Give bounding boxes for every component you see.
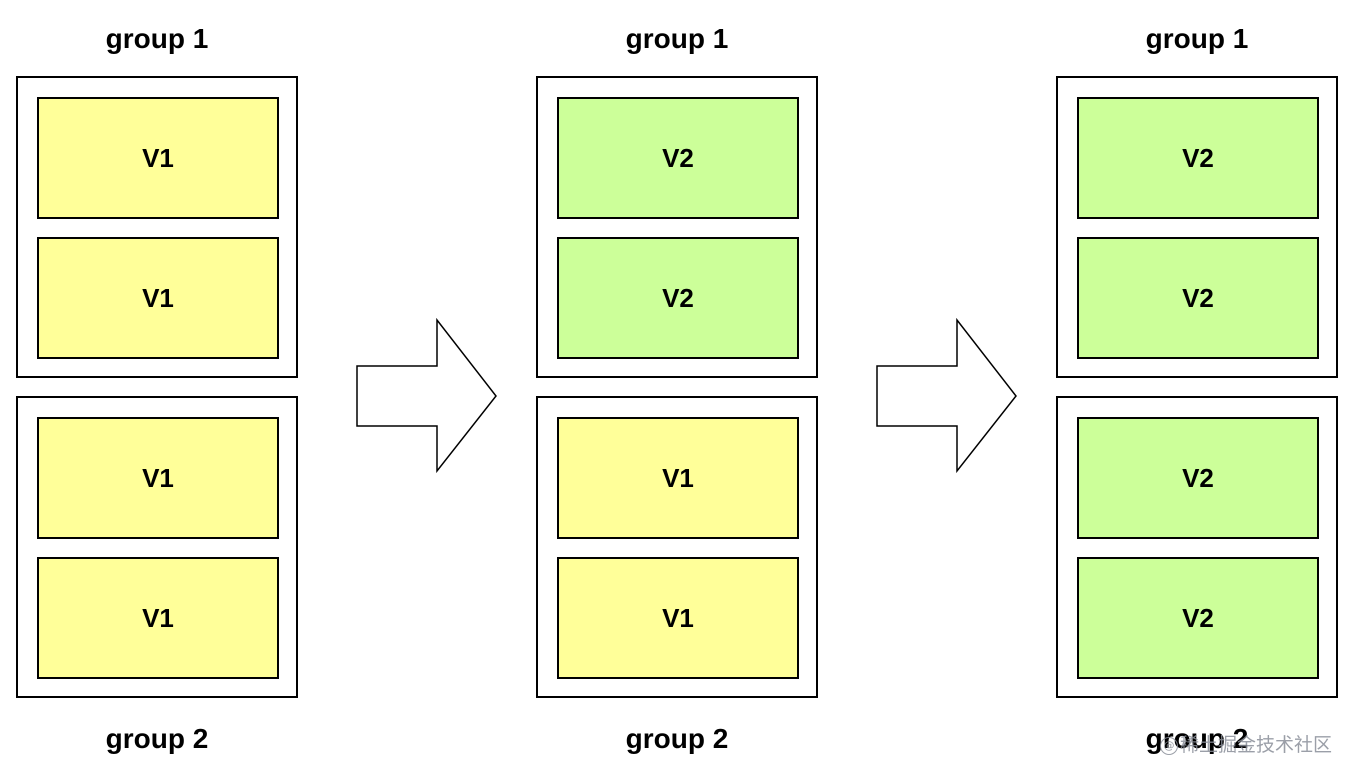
instance-box: V1: [37, 557, 279, 679]
instance-box: V2: [1077, 557, 1319, 679]
instance-box: V2: [557, 237, 799, 359]
instance-box: V1: [557, 557, 799, 679]
group-2-box: V1 V1: [16, 396, 298, 698]
instance-box: V1: [37, 237, 279, 359]
instance-box: V2: [557, 97, 799, 219]
group-2-label: group 2: [105, 723, 209, 754]
stage-2: group 1 V2 V2 V1 V1 group 2: [536, 0, 818, 774]
instance-box: V1: [37, 97, 279, 219]
group-1-label: group 1: [625, 23, 729, 54]
right-arrow-icon: [356, 318, 497, 474]
at-icon: @: [1159, 737, 1178, 755]
group-1-label: group 1: [1145, 23, 1249, 54]
group-1-box: V1 V1: [16, 76, 298, 378]
instance-box: V1: [557, 417, 799, 539]
instance-box: V1: [37, 417, 279, 539]
group-2-label: group 2: [625, 723, 729, 754]
instance-box: V2: [1077, 417, 1319, 539]
instance-box: V2: [1077, 97, 1319, 219]
group-1-box: V2 V2: [1056, 76, 1338, 378]
watermark-text: 稀土掘金技术社区: [1179, 734, 1332, 756]
stage-3: group 1 V2 V2 V2 V2 group 2: [1056, 0, 1338, 774]
group-2-box: V2 V2: [1056, 396, 1338, 698]
watermark: @稀土掘金技术社区: [1159, 730, 1332, 757]
group-1-label: group 1: [105, 23, 209, 54]
instance-box: V2: [1077, 237, 1319, 359]
group-2-box: V1 V1: [536, 396, 818, 698]
right-arrow-icon: [876, 318, 1017, 474]
group-1-box: V2 V2: [536, 76, 818, 378]
stage-1: group 1 V1 V1 V1 V1 group 2: [16, 0, 298, 774]
